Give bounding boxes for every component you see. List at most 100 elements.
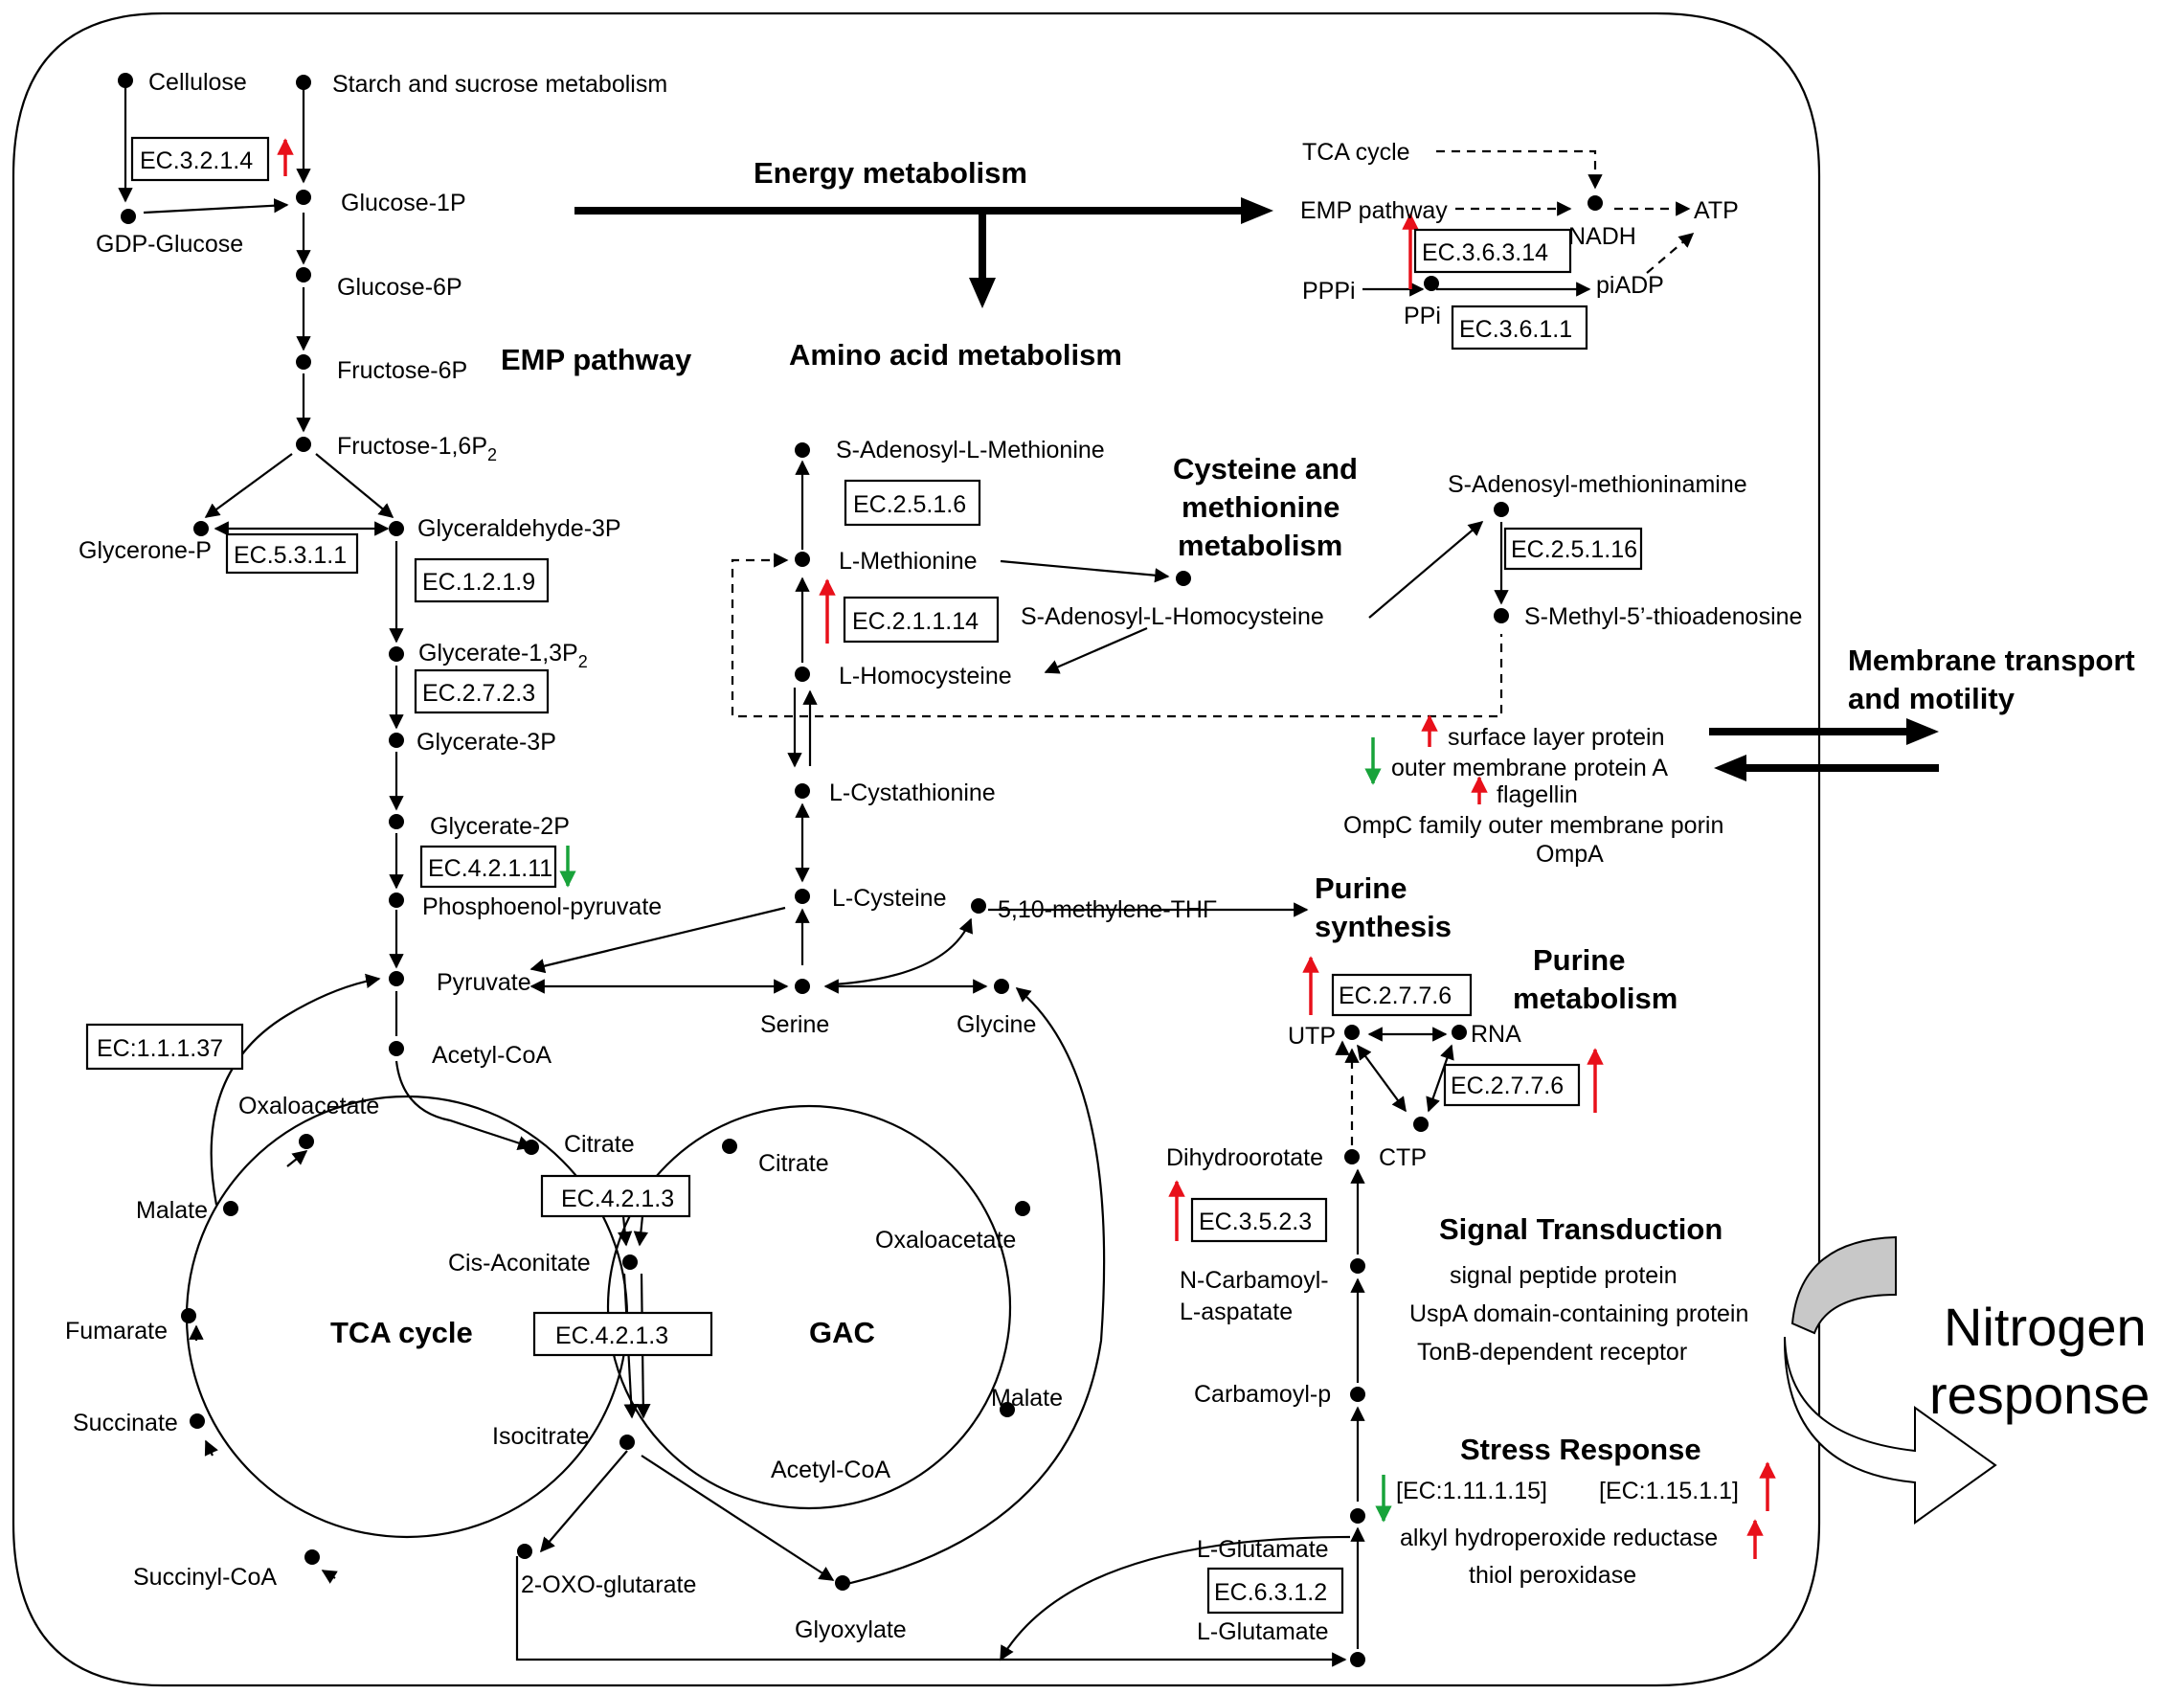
label-citrate: Citrate	[564, 1131, 635, 1158]
enzyme-ec-4-2-1-11: EC.4.2.1.11	[428, 855, 552, 882]
label-gac-acetyl-coa: Acetyl-CoA	[771, 1457, 890, 1483]
protein-uspa: UspA domain-containing protein	[1409, 1300, 1748, 1327]
enzyme-ec-3-2-1-4: EC.3.2.1.4	[140, 147, 253, 174]
heading-gac: GAC	[809, 1316, 875, 1349]
protein-signal-peptide: signal peptide protein	[1450, 1262, 1677, 1289]
label-glycerate-13p2: Glycerate-1,3P2	[418, 640, 588, 671]
label-gac-oxaloacetate: Oxaloacetate	[875, 1227, 1016, 1254]
heading-membrane-1: Membrane transport	[1848, 644, 2135, 677]
label-succinyl-coa: Succinyl-CoA	[133, 1564, 277, 1591]
label-methionine: L-Methionine	[839, 548, 978, 575]
label-sam: S-Adenosyl-L-Methionine	[836, 437, 1105, 463]
label-pep: Phosphoenol-pyruvate	[422, 893, 662, 920]
label-cystathionine: L-Cystathionine	[829, 780, 996, 806]
enzyme-ec-2-5-1-6: EC.2.5.1.6	[853, 491, 966, 518]
label-n-carbamoyl-2: L-aspatate	[1180, 1299, 1293, 1325]
signal-stress: Signal Transduction signal peptide prote…	[1396, 1212, 1776, 1589]
heading-purine-syn-1: Purine	[1315, 871, 1407, 905]
heading-nitrogen-1: Nitrogen	[1944, 1297, 2147, 1357]
label-glycine: Glycine	[957, 1011, 1036, 1038]
label-glycerone-p: Glycerone-P	[79, 537, 212, 564]
label-glucose-1p: Glucose-1P	[341, 190, 466, 216]
label-gac-citrate: Citrate	[758, 1150, 829, 1177]
label-starch: Starch and sucrose metabolism	[332, 71, 667, 98]
label-isocitrate: Isocitrate	[492, 1423, 589, 1450]
enzyme-ec-1-1-1-37: EC:1.1.1.37	[97, 1035, 223, 1062]
label-piadp: piADP	[1596, 272, 1664, 299]
label-methylene-thf: 5,10-methylene-THF	[998, 896, 1217, 923]
protein-tonb: TonB-dependent receptor	[1417, 1339, 1687, 1366]
label-glycerate-3p: Glycerate-3P	[417, 729, 556, 756]
label-oxaloacetate: Oxaloacetate	[238, 1093, 379, 1119]
label-glyoxylate: Glyoxylate	[795, 1616, 907, 1643]
heading-tca-cycle: TCA cycle	[330, 1316, 473, 1349]
enzyme-ec-2-7-2-3: EC.2.7.2.3	[422, 680, 535, 707]
label-rna: RNA	[1471, 1021, 1521, 1048]
label-serine: Serine	[760, 1011, 829, 1038]
purine-metabolism: Purine synthesis Purine metabolism EC.2.…	[1288, 871, 1677, 1171]
label-atp: ATP	[1694, 197, 1739, 224]
protein-outer-membrane-a: outer membrane protein A	[1391, 755, 1668, 781]
label-dihydroorotate: Dihydroorotate	[1166, 1144, 1323, 1171]
curved-arrow-icon	[1783, 1336, 1997, 1525]
label-n-carbamoyl-1: N-Carbamoyl-	[1180, 1267, 1329, 1294]
enzyme-ec-5-3-1-1: EC.5.3.1.1	[234, 542, 347, 569]
label-tca-cycle-energy: TCA cycle	[1302, 139, 1410, 166]
label-ppi: PPi	[1404, 303, 1441, 329]
label-glyceraldehyde-3p: Glyceraldehyde-3P	[417, 515, 621, 542]
membrane-transport: Membrane transport and motility surface …	[1343, 644, 2135, 868]
emp-pathway: Cellulose Starch and sucrose metabolism …	[79, 69, 667, 1069]
cell-boundary	[11, 11, 1821, 1687]
heading-energy-metabolism: Energy metabolism	[754, 156, 1027, 190]
heading-purine-syn-2: synthesis	[1315, 910, 1452, 943]
enzyme-ec-1-11-1-15: [EC:1.11.1.15]	[1396, 1478, 1547, 1504]
label-emp-pathway-energy: EMP pathway	[1300, 197, 1448, 224]
enzyme-ec-4-2-1-3-b: EC.4.2.1.3	[555, 1322, 668, 1349]
energy-metabolism: Energy metabolism Amino acid metabolism …	[501, 156, 1273, 376]
label-malate: Malate	[136, 1197, 208, 1224]
label-fructose-6p: Fructose-6P	[337, 357, 467, 384]
label-succinate: Succinate	[73, 1410, 178, 1436]
pyrimidine-synthesis: Dihydroorotate EC.3.5.2.3 N-Carbamoyl- L…	[1166, 1144, 1392, 1667]
enzyme-ec-3-6-3-14: EC.3.6.3.14	[1422, 239, 1548, 266]
label-pppi: PPPi	[1302, 278, 1356, 305]
heading-nitrogen-2: response	[1929, 1365, 2150, 1425]
heading-membrane-2: and motility	[1848, 682, 2015, 715]
enzyme-ec-4-2-1-3-a: EC.4.2.1.3	[561, 1186, 674, 1212]
label-glycerate-2p: Glycerate-2P	[430, 813, 570, 840]
protein-thiol: thiol peroxidase	[1469, 1562, 1636, 1589]
label-ctp: CTP	[1379, 1144, 1427, 1171]
label-l-glutamate-1: L-Glutamate	[1197, 1536, 1329, 1563]
label-sah: S-Adenosyl-L-Homocysteine	[1021, 603, 1324, 630]
label-cis-aconitate: Cis-Aconitate	[448, 1250, 591, 1277]
heading-stress-response: Stress Response	[1460, 1433, 1701, 1466]
label-fumarate: Fumarate	[65, 1318, 168, 1345]
enzyme-ec-3-6-1-1: EC.3.6.1.1	[1459, 316, 1572, 343]
label-glucose-6p: Glucose-6P	[337, 274, 462, 301]
heading-cysteine-2: methionine	[1182, 490, 1340, 524]
protein-flagellin: flagellin	[1497, 781, 1578, 808]
label-utp: UTP	[1288, 1023, 1336, 1050]
enzyme-ec-1-15-1-1: [EC:1.15.1.1]	[1599, 1478, 1739, 1504]
label-l-glutamate-2: L-Glutamate	[1197, 1618, 1329, 1645]
enzyme-ec-2-7-7-6-a: EC.2.7.7.6	[1339, 983, 1452, 1009]
enzyme-ec-1-2-1-9: EC.1.2.1.9	[422, 569, 535, 596]
nitrogen-response: Nitrogen response	[1783, 1235, 2150, 1525]
label-gac-malate: Malate	[991, 1385, 1063, 1412]
enzyme-ec-2-7-7-6-b: EC.2.7.7.6	[1451, 1073, 1564, 1099]
heading-purine-met-1: Purine	[1533, 943, 1625, 977]
label-sam-amine: S-Adenosyl-methioninamine	[1448, 471, 1747, 498]
curved-arrow-icon	[1790, 1235, 1897, 1335]
tca-gac-cycles: Oxaloacetate Citrate Malate Fumarate Suc…	[65, 973, 1351, 1667]
label-nadh: NADH	[1568, 223, 1636, 250]
label-pyruvate: Pyruvate	[437, 969, 531, 996]
heading-amino-acid-metabolism: Amino acid metabolism	[789, 338, 1122, 372]
label-fructose-16p2: Fructose-1,6P2	[337, 433, 497, 464]
enzyme-ec-2-1-1-14: EC.2.1.1.14	[852, 608, 979, 635]
label-oxoglutarate: 2-OXO-glutarate	[521, 1571, 696, 1598]
enzyme-ec-6-3-1-2: EC.6.3.1.2	[1214, 1579, 1327, 1606]
protein-surface-layer: surface layer protein	[1448, 724, 1665, 751]
heading-purine-met-2: metabolism	[1513, 982, 1677, 1015]
